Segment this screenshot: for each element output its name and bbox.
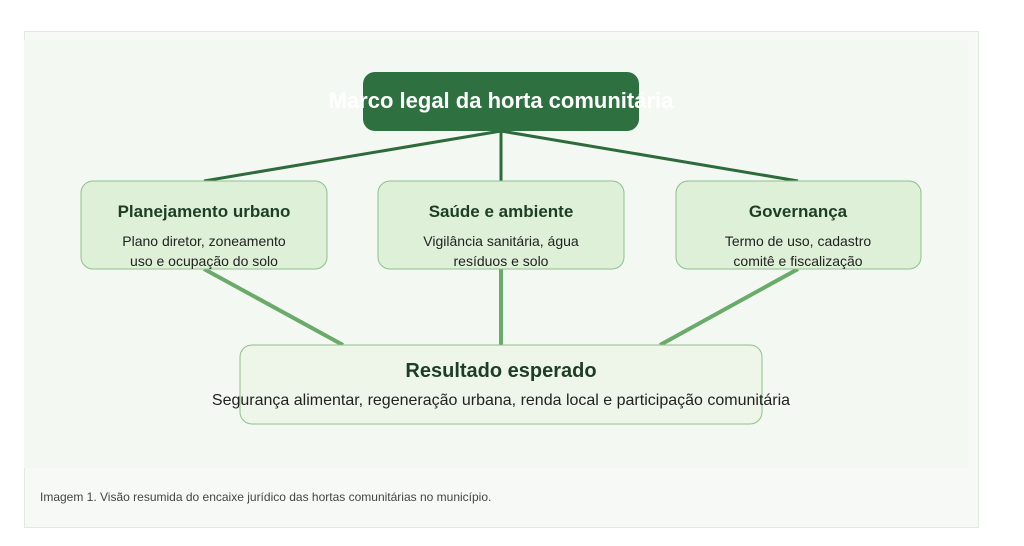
branch-title: Saúde e ambiente — [429, 202, 574, 221]
connector-planejamento — [203, 129, 502, 183]
result-title: Resultado esperado — [405, 360, 596, 382]
result-node: Resultado esperado Segurança alimentar, … — [212, 344, 790, 425]
branch-planejamento: Planejamento urbano Plano diretor, zonea… — [80, 180, 328, 270]
branch-saude: Saúde e ambiente Vigilância sanitária, á… — [377, 180, 625, 270]
branch-line: uso e ocupação do solo — [130, 253, 278, 269]
result-box — [239, 344, 763, 425]
connector-governanca-result — [659, 267, 799, 347]
branch-line: resíduos e solo — [454, 253, 549, 269]
branch-line: Termo de uso, cadastro — [725, 233, 872, 249]
connector-governanca — [500, 129, 799, 183]
branch-box — [377, 180, 625, 270]
branch-line: Vigilância sanitária, água — [423, 233, 579, 249]
branch-governanca: Governança Termo de uso, cadastro comitê… — [675, 180, 922, 270]
branch-box — [80, 180, 328, 270]
top-connectors — [203, 129, 799, 183]
result-text: Segurança alimentar, regeneração urbana,… — [212, 392, 790, 409]
bottom-connectors — [203, 267, 799, 347]
root-label: Marco legal da horta comunitária — [329, 88, 675, 113]
branch-line: Plano diretor, zoneamento — [122, 233, 286, 249]
branch-box — [675, 180, 922, 270]
branch-title: Governança — [749, 202, 848, 221]
connector-planejamento-result — [203, 267, 344, 347]
branch-title: Planejamento urbano — [118, 202, 291, 221]
root-node — [363, 72, 639, 131]
figure-caption: Imagem 1. Visão resumida do encaixe jurí… — [40, 490, 492, 504]
branch-line: comitê e fiscalização — [733, 253, 862, 269]
